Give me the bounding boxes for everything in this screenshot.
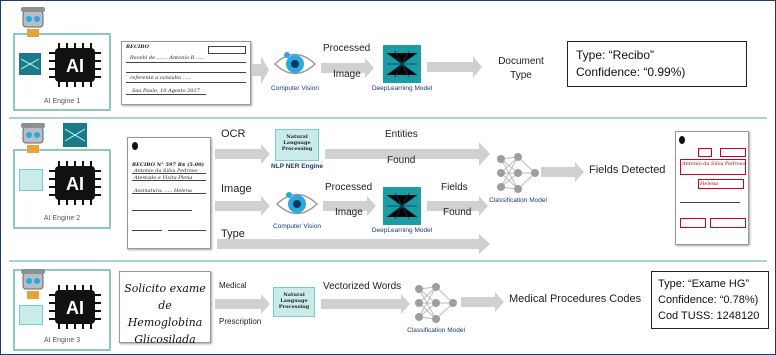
scanned-form-document: RECIBO N° 597 R$ (5.00) Antonio da Silva… (127, 137, 211, 249)
result-type: Type: “Exame HG” (658, 278, 750, 290)
image-label: Image (333, 69, 361, 80)
arrow-icon (427, 196, 488, 216)
arrow-icon (321, 294, 410, 314)
engine-label: AI Engine 1 (43, 98, 81, 105)
deep-learning-label: DeepLearning Model (371, 227, 433, 234)
ai-engine-2: AI AI Engine 2 (13, 123, 111, 229)
svg-text:AI: AI (66, 56, 84, 76)
network-thumbnail-icon (19, 53, 41, 75)
engine-label: AI Engine 2 (43, 215, 81, 222)
robot-icon (21, 7, 45, 37)
amount-box (208, 46, 246, 54)
vectorized-words-label: Vectorized Words (323, 281, 402, 292)
classification-model-label: Classification Model (489, 197, 547, 204)
arrow-icon (325, 142, 490, 166)
engine-label: AI Engine 3 (43, 337, 81, 344)
result-box-3: Type: “Exame HG” Confidence: “0.78%) Cod… (651, 271, 769, 329)
prescription-text: Solicito exame de Hemoglobina Glicosilad… (124, 282, 206, 346)
result-type: Type: “Recibo” (576, 48, 655, 62)
ai-engine-3: AI AI Engine 3 (13, 269, 111, 351)
result-confidence: Confidence: “0.99%) (576, 65, 686, 79)
form-logo (132, 142, 138, 150)
result-box-1: Type: “Recibo” Confidence: “0.99%) (567, 41, 747, 87)
computer-vision-label: Computer Vision (271, 85, 319, 92)
medical-procedures-codes-label: Medical Procedures Codes (509, 293, 642, 305)
detected-field-box (680, 218, 706, 228)
arrow-icon (427, 56, 482, 78)
entities-label: Entities (385, 129, 418, 140)
receipt-document: RECIBO Recebi de ....... Antonio R. ....… (121, 41, 251, 105)
ai-chip-icon: AI (49, 43, 101, 87)
deep-learning-icon (383, 45, 421, 83)
arrow-icon (215, 144, 270, 164)
fields-label: Fields (441, 182, 468, 193)
found-label: Found (443, 207, 472, 218)
nlp-icon: Natural Language Processing (275, 129, 319, 161)
arrow-icon (215, 196, 270, 216)
fields-detected-label: Fields Detected (589, 164, 666, 176)
detected-field-box (680, 159, 746, 175)
medical-label: Medical (219, 281, 247, 290)
nlp-icon: Natural Language Processing (273, 287, 315, 317)
detected-field-box (710, 218, 746, 228)
arrow-icon (217, 234, 490, 254)
processed-label: Processed (323, 43, 371, 54)
form-logo (679, 136, 685, 144)
arrow-icon (323, 196, 376, 216)
svg-text:AI: AI (66, 298, 84, 318)
row-separator (9, 117, 767, 119)
image-label: Image (221, 183, 252, 195)
medical-prescription-document: Solicito exame de Hemoglobina Glicosilad… (119, 271, 211, 346)
eye-icon (273, 52, 317, 75)
network-thumbnail-icon (63, 123, 87, 147)
deep-learning-icon (383, 187, 421, 225)
arrow-icon (215, 294, 270, 314)
eye-icon (275, 192, 319, 215)
nlp-thumbnail-icon (19, 305, 43, 325)
ai-chip-icon: AI (49, 285, 101, 329)
prescription-label: Prescription (219, 317, 262, 326)
type-label: Type (221, 228, 245, 240)
arrow-icon (461, 292, 504, 312)
annotated-form-document: Antonio da Silva Pedroso Helena (675, 131, 749, 245)
document-type-label: Document Type (498, 56, 544, 81)
result-tuss-code: Cod TUSS: 1248120 (658, 310, 760, 322)
arrow-icon (541, 162, 584, 182)
image-label: Image (335, 207, 363, 218)
arrow-icon (252, 56, 269, 84)
nlp-engine-label: NLP NER Engine (271, 163, 323, 170)
found-label: Found (387, 155, 416, 166)
deep-learning-label: DeepLearning Model (371, 85, 433, 92)
ocr-label: OCR (221, 128, 246, 140)
detected-field-box (720, 148, 746, 157)
svg-text:AI: AI (66, 174, 84, 194)
processed-label: Processed (325, 182, 373, 193)
robot-icon (21, 123, 45, 153)
robot-icon (21, 269, 45, 299)
computer-vision-label: Computer Vision (273, 223, 321, 230)
ai-chip-icon: AI (49, 161, 101, 205)
arrow-icon (321, 58, 374, 78)
row-separator (9, 260, 767, 262)
neural-network-icon (497, 153, 539, 193)
detected-field-box (698, 179, 744, 189)
classification-model-label: Classification Model (407, 327, 465, 334)
ai-engine-1: AI AI Engine 1 (13, 7, 111, 111)
neural-network-icon (415, 283, 457, 323)
detected-field-box (698, 148, 712, 157)
result-confidence: Confidence: “0.78%) (658, 294, 759, 306)
nlp-thumbnail-icon (19, 169, 43, 191)
